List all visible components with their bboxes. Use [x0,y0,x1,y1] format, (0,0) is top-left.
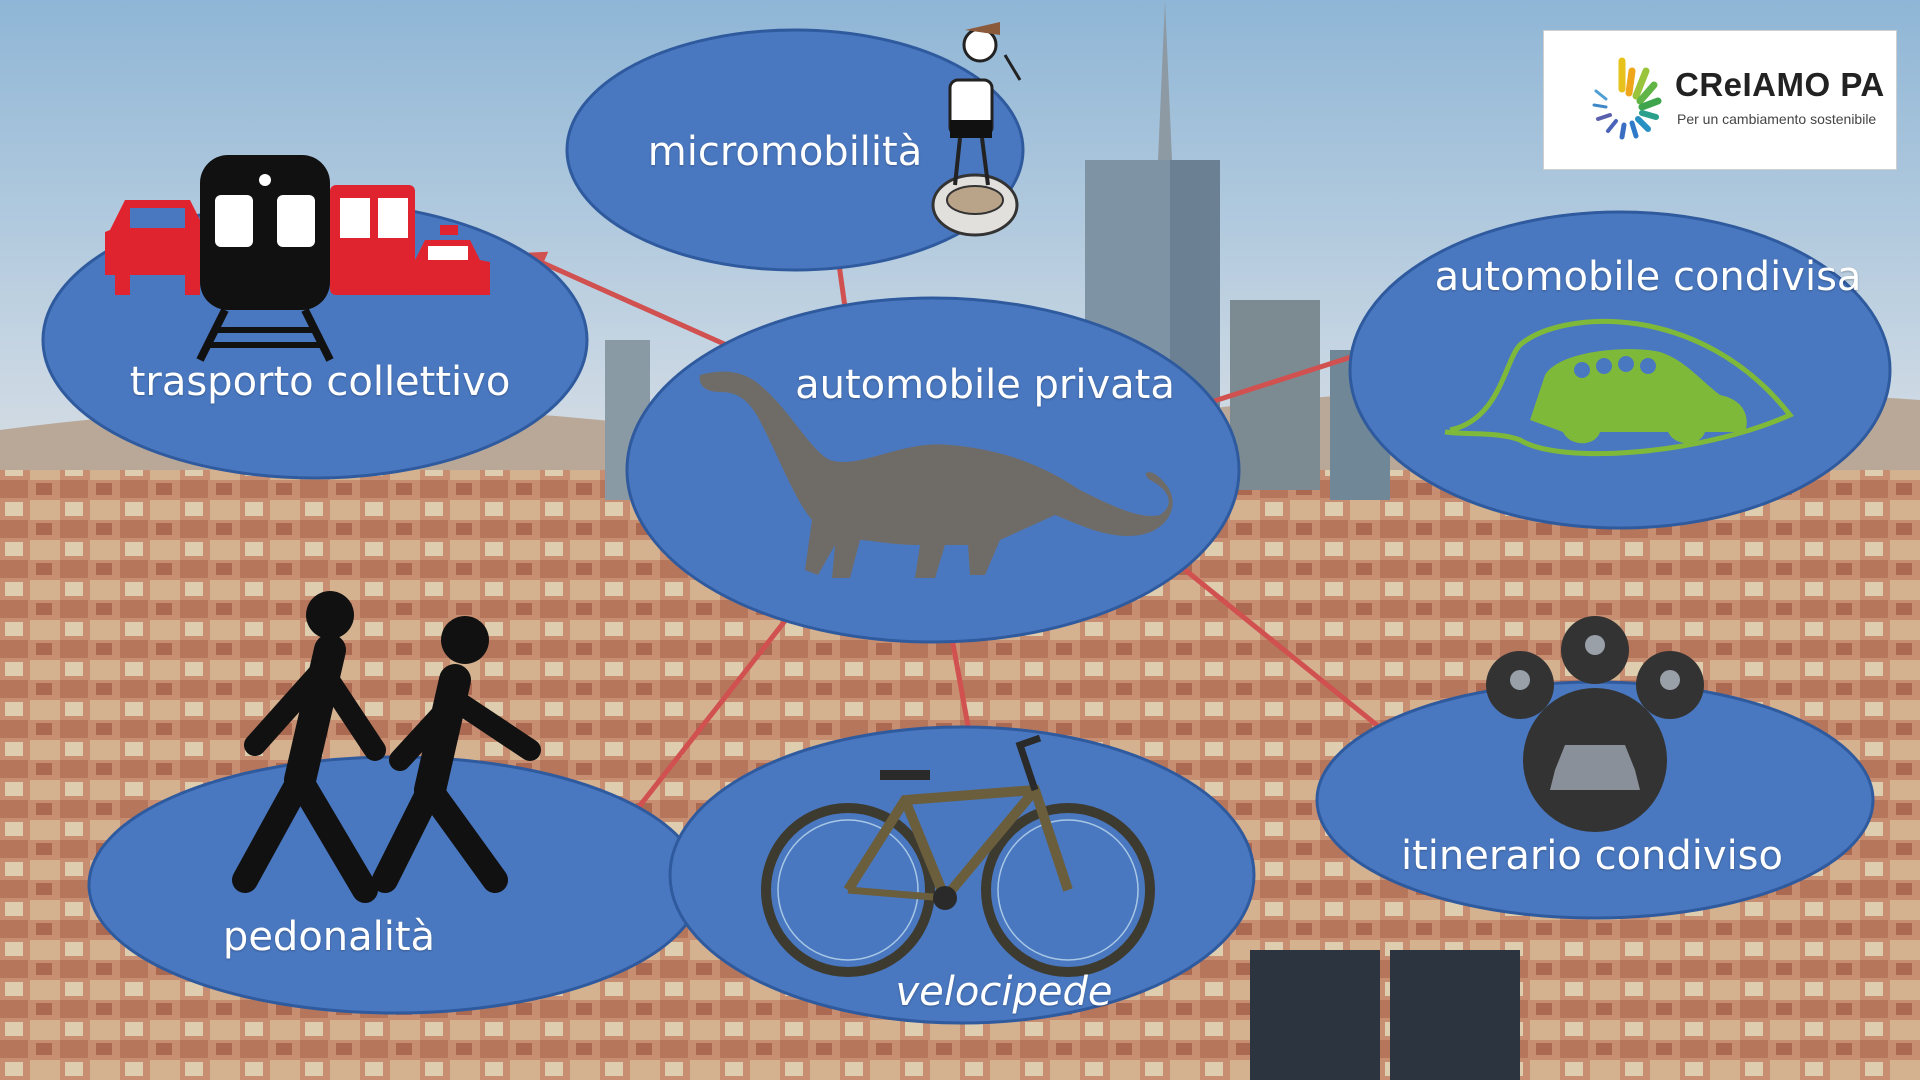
label-pedonalita: pedonalità [222,914,436,960]
red-bus-icon [330,185,415,295]
pedestrians-icon [232,591,541,903]
label-micromobilita: micromobilità [647,129,923,175]
collective-transport-icons [105,155,490,362]
label-trasporto-collettivo: trasporto collettivo [129,359,511,405]
shared-ride-people-icon [1486,616,1704,832]
label-automobile-condivisa: automobile condivisa [1434,254,1862,300]
logo-title: CReIAMO PA [1675,66,1885,103]
ellipse-micromobility [565,28,1025,272]
label-itinerario-condiviso: itinerario condiviso [1401,833,1783,879]
eco-car-leaf-icon [1444,318,1794,457]
train-icon [196,155,334,362]
dinosaur-icon [699,371,1173,578]
taxi-icon [410,225,490,295]
red-car-icon [105,200,215,295]
monowheel-rider-icon [931,22,1022,237]
logo-subtitle: Per un cambiamento sostenibile [1677,111,1877,127]
label-automobile-privata: automobile privata [795,362,1175,408]
logo-mark-icon [1592,57,1662,140]
arrow-to-collective [520,251,762,363]
logo: CReIAMO PA Per un cambiamento sostenibil… [1543,30,1897,170]
bicycle-icon [761,734,1155,977]
label-velocipede: velocipede [895,969,1113,1015]
